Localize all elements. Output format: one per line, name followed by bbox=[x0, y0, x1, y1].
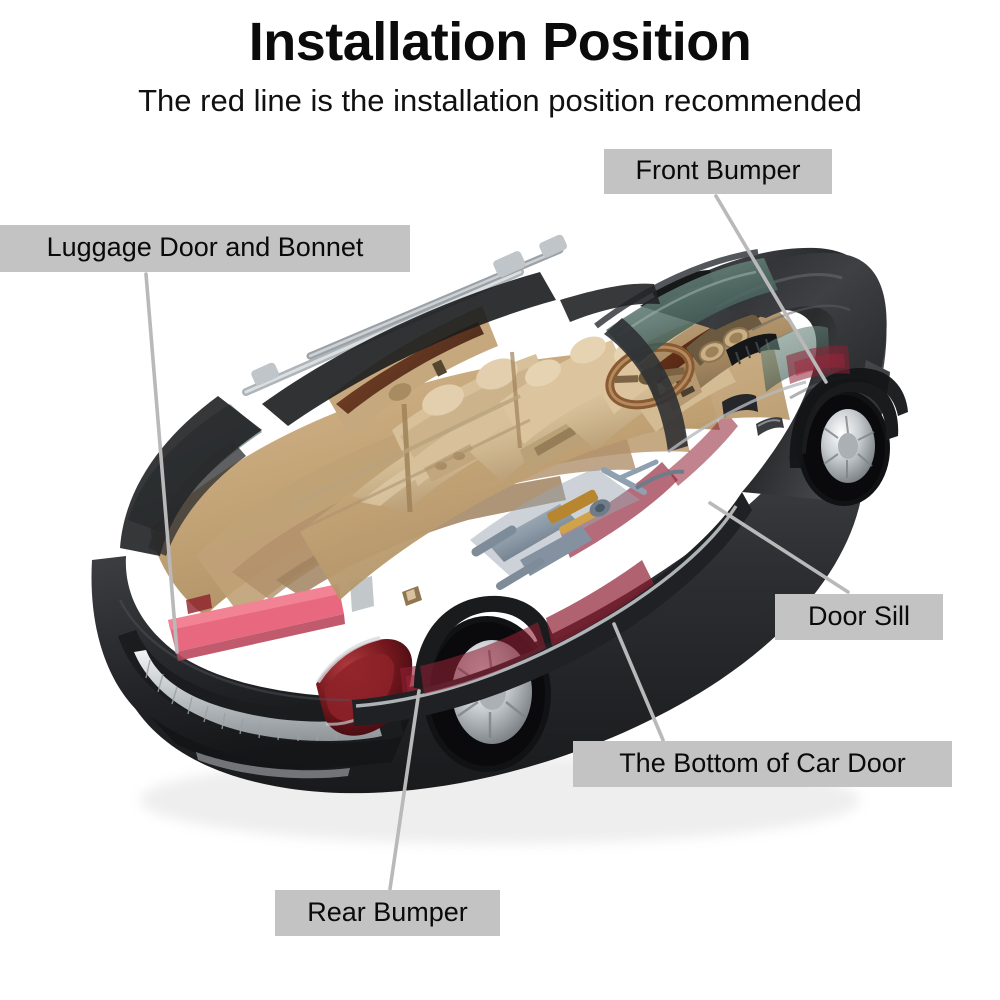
second-row-seats bbox=[470, 336, 630, 482]
door-panel-interior bbox=[328, 306, 498, 436]
mechanical-cutaway bbox=[470, 459, 685, 590]
marker-door-sill bbox=[560, 412, 738, 558]
callout-door-sill[interactable]: Door Sill bbox=[775, 594, 943, 640]
page-subtitle: The red line is the installation positio… bbox=[138, 83, 862, 118]
callout-luggage-door-and-bonnet[interactable]: Luggage Door and Bonnet bbox=[0, 225, 410, 272]
roof-rails bbox=[242, 234, 567, 396]
callout-front-bumper[interactable]: Front Bumper bbox=[604, 149, 832, 194]
front-wheel bbox=[798, 390, 890, 506]
marker-bottom-of-car-door bbox=[420, 560, 654, 694]
marker-luggage-sill bbox=[168, 584, 345, 661]
callout-rear-bumper[interactable]: Rear Bumper bbox=[275, 890, 500, 936]
callout-the-bottom-of-car-door[interactable]: The Bottom of Car Door bbox=[573, 741, 952, 787]
page-title: Installation Position bbox=[248, 12, 752, 72]
